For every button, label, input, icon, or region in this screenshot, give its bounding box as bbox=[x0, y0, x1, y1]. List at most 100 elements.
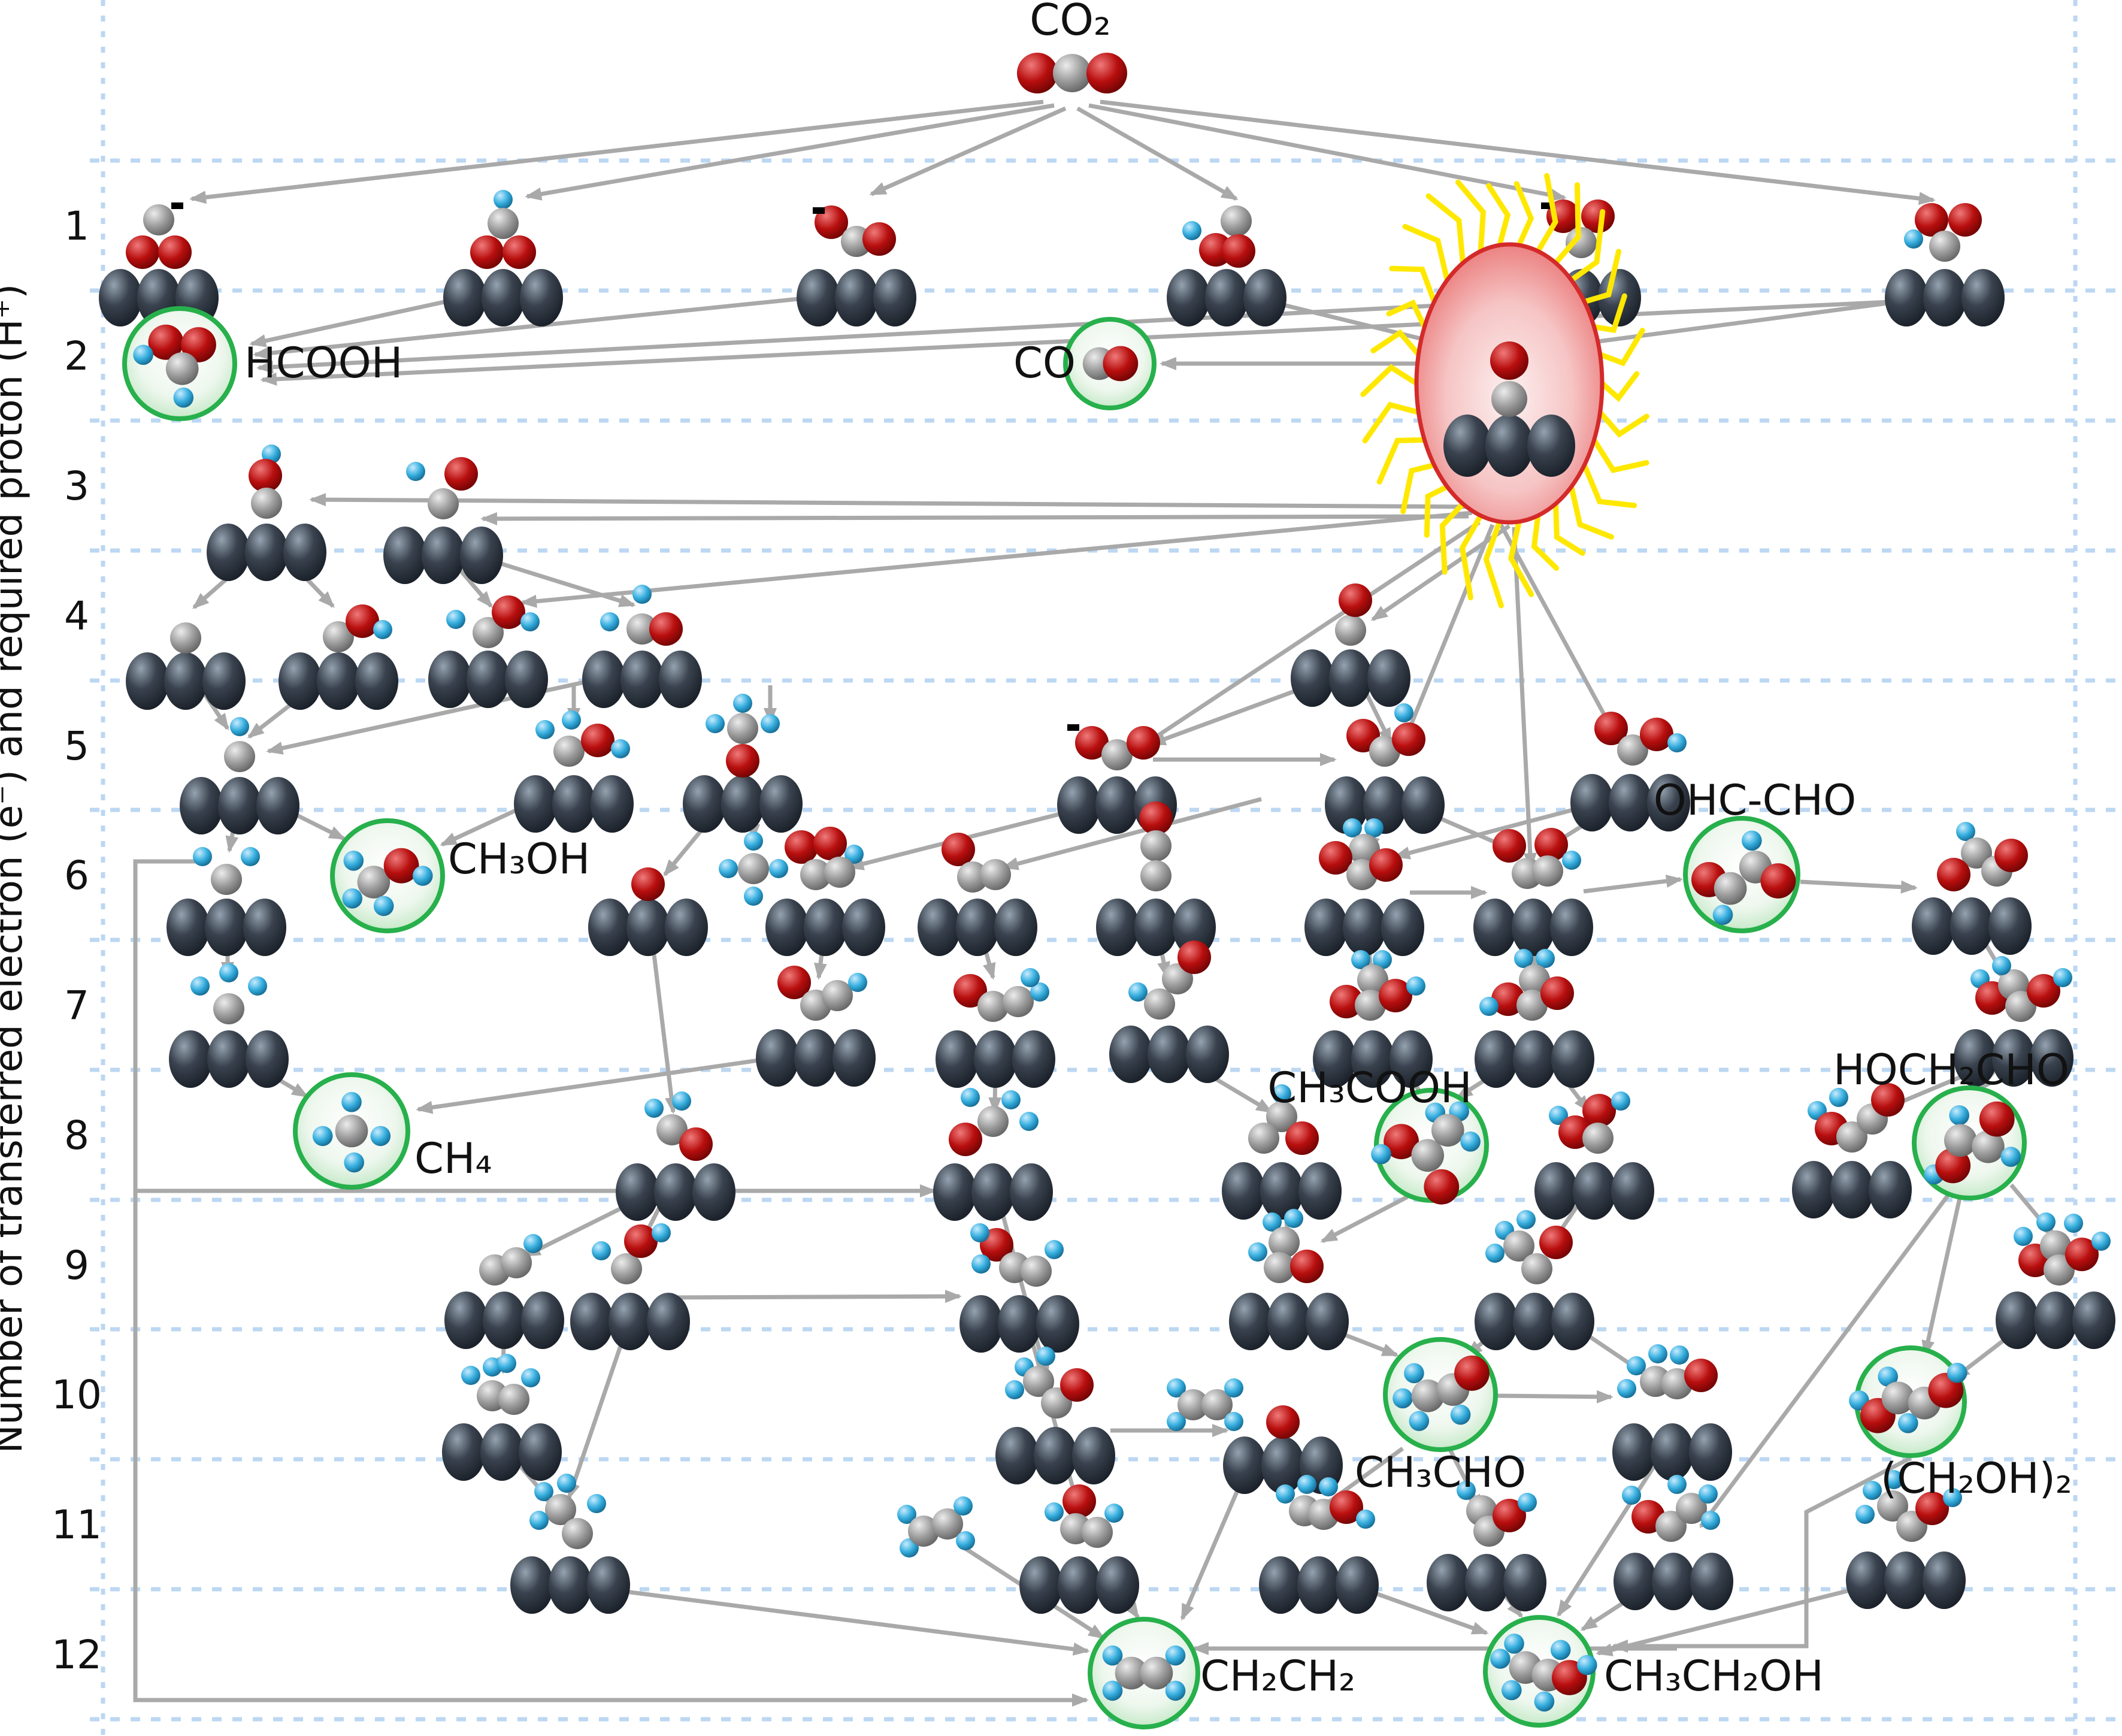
atom-hydrogen bbox=[1248, 1242, 1267, 1262]
catalyst-surface-atom bbox=[1291, 649, 1334, 707]
atom-oxygen bbox=[949, 1123, 982, 1156]
atom-hydrogen bbox=[2036, 1212, 2056, 1232]
atom-hydrogen bbox=[744, 887, 763, 906]
energy-burst-icon bbox=[1376, 437, 1427, 485]
catalyst-surface-atom bbox=[1443, 415, 1491, 477]
catalyst-surface-atom bbox=[2072, 1292, 2115, 1349]
atom-oxygen bbox=[1177, 940, 1211, 974]
atom-carbon bbox=[1101, 739, 1133, 770]
catalyst-surface-atom bbox=[1034, 1427, 1077, 1484]
atom-carbon bbox=[1248, 1123, 1279, 1154]
product-ohccho: OHC-CHO bbox=[1654, 776, 1856, 933]
catalyst-surface-atom bbox=[317, 652, 360, 710]
atom-carbon bbox=[1201, 1389, 1233, 1420]
catalyst-surface-atom bbox=[1134, 899, 1177, 956]
molecule-node-CHCO bbox=[1222, 1084, 1342, 1220]
catalyst-surface-atom bbox=[759, 775, 803, 833]
atom-hydrogen bbox=[1104, 1504, 1124, 1523]
catalyst-surface-atom bbox=[246, 1030, 289, 1088]
energy-burst-icon bbox=[1455, 179, 1487, 254]
reaction-arrow bbox=[1001, 797, 1262, 870]
atom-oxygen bbox=[2065, 1238, 2099, 1271]
atom-hydrogen bbox=[1371, 1144, 1391, 1165]
atom-carbon bbox=[1115, 1656, 1148, 1690]
molecule-node-CH bbox=[180, 717, 299, 834]
reaction-arrow bbox=[869, 106, 1067, 196]
atom-oxygen bbox=[126, 235, 159, 269]
atom-hydrogen bbox=[600, 612, 619, 631]
catalyst-surface-atom bbox=[1996, 1292, 2039, 1349]
molecule-node-CH3-CO bbox=[1475, 1210, 1594, 1350]
catalyst-surface-atom bbox=[1485, 415, 1533, 477]
atom-hydrogen bbox=[406, 462, 425, 481]
atom-carbon bbox=[977, 991, 1009, 1022]
atom-hydrogen bbox=[1490, 1649, 1510, 1669]
atom-hydrogen bbox=[1272, 1084, 1291, 1103]
molecule-node-cis-COOH bbox=[1167, 205, 1286, 326]
atom-hydrogen bbox=[1406, 976, 1425, 996]
atom-oxygen bbox=[444, 457, 478, 491]
product-label-ohccho: OHC-CHO bbox=[1654, 776, 1856, 825]
negative-charge-icon bbox=[1067, 724, 1079, 731]
atom-oxygen bbox=[503, 235, 536, 269]
atom-carbon bbox=[977, 1106, 1009, 1137]
reaction-arrow bbox=[1596, 1581, 1876, 1656]
negative-charge-icon bbox=[813, 207, 825, 214]
catalyst-surface-atom bbox=[167, 899, 210, 956]
atom-hydrogen bbox=[719, 859, 738, 878]
catalyst-surface-atom bbox=[164, 652, 207, 710]
atom-oxygen bbox=[862, 222, 896, 256]
atom-hydrogen bbox=[744, 831, 763, 851]
atom-oxygen bbox=[1075, 726, 1109, 760]
molecule-node-O-ads bbox=[588, 867, 708, 956]
molecule-node-HCOH bbox=[428, 595, 548, 708]
atom-hydrogen bbox=[1829, 1088, 1848, 1107]
reaction-arrow bbox=[416, 1051, 809, 1114]
molecule-node-CH2 bbox=[167, 847, 286, 956]
catalyst-surface-atom bbox=[1390, 1030, 1433, 1088]
atom-hydrogen bbox=[1019, 1112, 1039, 1131]
energy-burst-icon bbox=[1439, 501, 1466, 575]
atom-oxygen bbox=[1379, 979, 1412, 1012]
molecule-node-O-ads-b bbox=[1223, 1405, 1343, 1494]
molecule-node-CH3-CHO-ads bbox=[995, 1347, 1115, 1484]
molecule-node-CHOH bbox=[582, 585, 702, 708]
atom-hydrogen bbox=[844, 845, 864, 864]
atom-hydrogen bbox=[1450, 1404, 1471, 1425]
atom-carbon bbox=[488, 208, 519, 239]
catalyst-surface-atom bbox=[1109, 1026, 1152, 1083]
molecule-node-C bbox=[126, 622, 246, 710]
atom-hydrogen bbox=[1667, 733, 1687, 752]
catalyst-surface-atom bbox=[1573, 1162, 1616, 1220]
reaction-arrow bbox=[266, 669, 637, 755]
atom-oxygen bbox=[1319, 841, 1352, 875]
co2-gas-molecule bbox=[1017, 53, 1127, 93]
arrows-layer bbox=[133, 99, 2056, 1707]
atom-hydrogen bbox=[1102, 1645, 1123, 1666]
catalyst-surface-atom bbox=[1298, 1162, 1342, 1220]
catalyst-surface-atom bbox=[1689, 1423, 1732, 1481]
catalyst-surface-atom bbox=[205, 899, 248, 956]
catalyst-surface-atom bbox=[1534, 1162, 1578, 1220]
catalyst-surface-atom bbox=[1325, 776, 1368, 834]
molecule-node-CO-tilted bbox=[1291, 583, 1410, 707]
reaction-arrow bbox=[1256, 296, 1452, 349]
atom-carbon bbox=[932, 1508, 963, 1540]
atom-hydrogen bbox=[2014, 1227, 2033, 1246]
atom-oxygen bbox=[1994, 839, 2028, 872]
energy-burst-icon bbox=[1569, 483, 1614, 540]
catalyst-surface-atom bbox=[460, 527, 503, 584]
catalyst-surface-atom bbox=[202, 652, 246, 710]
atom-oxygen bbox=[1493, 1499, 1526, 1532]
atom-oxygen bbox=[1490, 341, 1528, 380]
reaction-arrow bbox=[602, 1586, 1090, 1656]
product-ch2oh2: (CH₂OH)₂ bbox=[1849, 1345, 2072, 1503]
atom-hydrogen bbox=[1712, 905, 1733, 925]
atom-hydrogen bbox=[956, 1531, 975, 1550]
product-label-ch3oh: CH₃OH bbox=[448, 834, 590, 884]
catalyst-surface-atom bbox=[626, 899, 670, 956]
catalyst-surface-atom bbox=[444, 1292, 488, 1349]
molecule-node-CH-OH-O bbox=[1534, 1091, 1654, 1220]
atom-carbon bbox=[1431, 1114, 1464, 1147]
atom-oxygen bbox=[1369, 848, 1403, 882]
